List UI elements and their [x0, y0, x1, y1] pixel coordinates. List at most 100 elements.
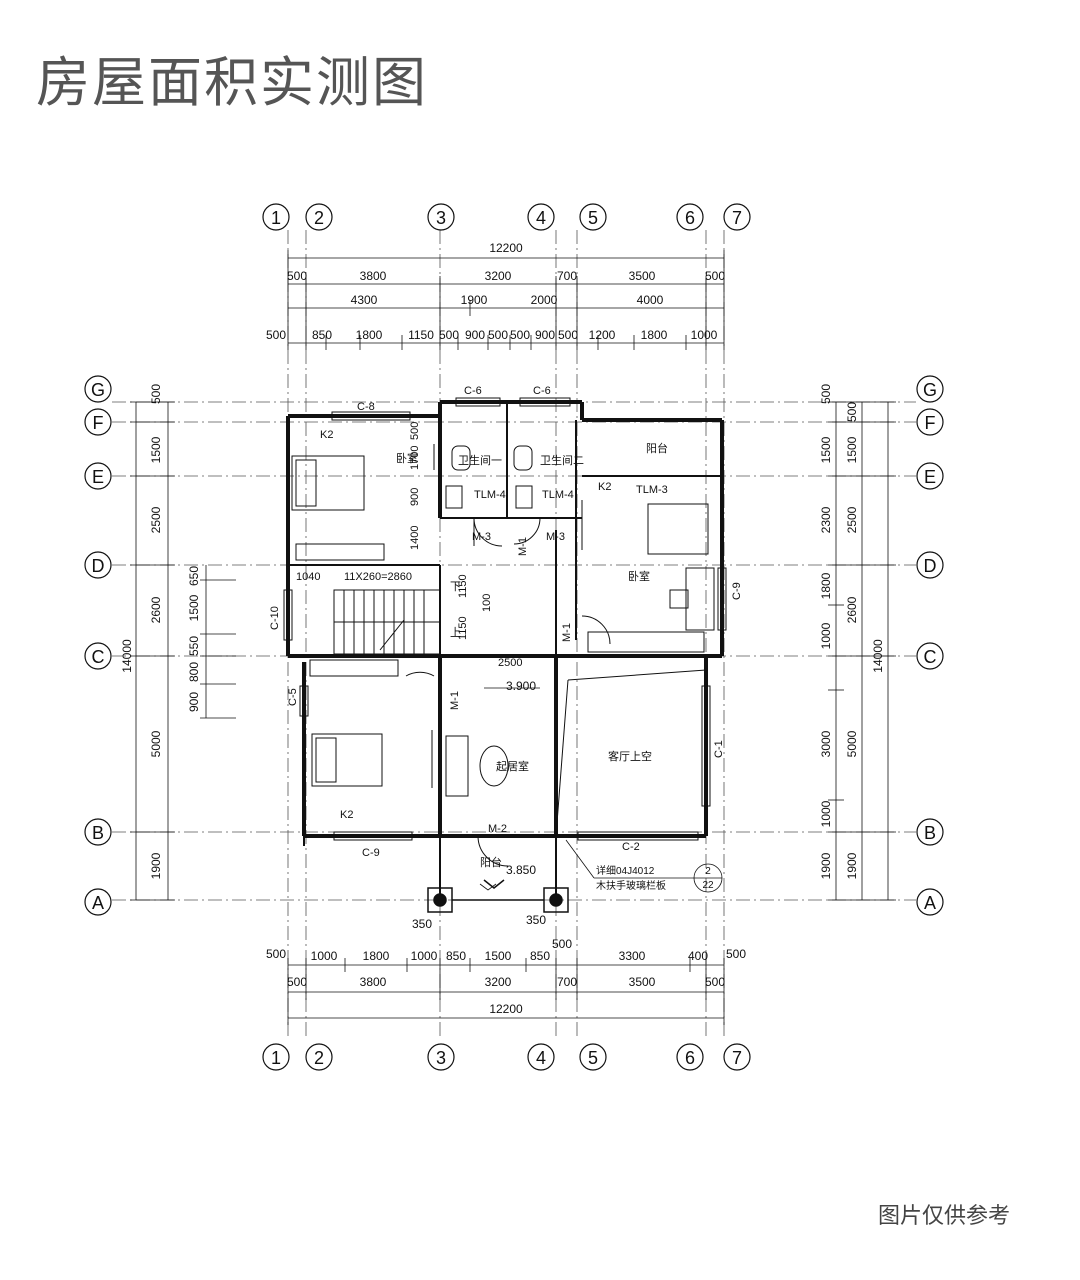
dim-bottom-total: 12200 [489, 1002, 523, 1016]
room-labels: 卧室 卫生间一 卫生间二 阳台 卧室 起居室 客厅上空 阳台 [396, 441, 668, 869]
dimension-text: 2500 [845, 506, 859, 533]
dimension-text: 500 [266, 328, 286, 342]
axis-label-A-right: A [924, 893, 936, 913]
chair-ne [669, 589, 689, 609]
dimension-text: C-2 [622, 841, 640, 853]
doors [405, 517, 707, 867]
dimension-text: 500 [439, 328, 459, 342]
top-dimension-texts: 12200 500 3800 3200 700 3500 500 4300 19… [266, 241, 725, 342]
bed-nw [291, 455, 365, 511]
dimension-text: 900 [535, 328, 555, 342]
axis-label-5-bottom: 5 [588, 1048, 598, 1068]
dimension-text: K2 [320, 429, 333, 441]
right-dimension-lines [828, 401, 896, 901]
dimension-text: 650 [187, 566, 201, 586]
dimension-text: 350 [412, 917, 432, 931]
room-bedroom-nw: 卧室 [396, 451, 418, 465]
dimension-text: 1200 [589, 328, 616, 342]
axis-label-1-top: 1 [271, 208, 281, 228]
rug [479, 745, 509, 787]
axis-label-F-right: F [925, 413, 936, 433]
axis-label-D-right: D [924, 556, 937, 576]
dimension-text: 11X260=2860 [344, 571, 412, 583]
dimension-text: 14000 [871, 639, 885, 673]
room-bath1: 卫生间一 [458, 453, 502, 467]
dimension-text: 1900 [149, 852, 163, 879]
windows [283, 397, 727, 841]
axis-label-6-bottom: 6 [685, 1048, 695, 1068]
axis-bubble-7-top [723, 203, 751, 231]
dimension-text: 500 [287, 975, 307, 989]
room-balcony-s: 阳台 [480, 855, 502, 869]
dimension-text: 2600 [845, 596, 859, 623]
dimension-text: 3000 [819, 730, 833, 757]
dimension-text: 1000 [819, 622, 833, 649]
dimension-text: 500 [726, 947, 746, 961]
axis-label-B-left: B [92, 823, 104, 843]
stair-labels: 1040 11X260=2860 1150 1150 100 上 下 2500 … [296, 422, 522, 669]
furniture [291, 444, 715, 797]
dimension-text: M-1 [517, 537, 529, 556]
axis-label-C-right: C [924, 647, 937, 667]
dimension-text: 500 [558, 328, 578, 342]
rail-1 [295, 543, 385, 561]
sofa [445, 735, 469, 797]
dimension-text: M-2 [488, 823, 507, 835]
dimension-text: 1000 [311, 949, 338, 963]
axis-label-A-left: A [92, 893, 104, 913]
axis-bubble-3-top [427, 203, 455, 231]
dimension-text: 2000 [531, 293, 558, 307]
axis-label-6-top: 6 [685, 208, 695, 228]
dimension-text: 1000 [691, 328, 718, 342]
axis-bubble-4-top [527, 203, 555, 231]
dim-top-total: 12200 [489, 241, 523, 255]
detail-ref-bottom: 22 [702, 880, 714, 891]
dimension-text: 900 [409, 488, 421, 506]
axis-label-G-right: G [923, 380, 937, 400]
room-bath2: 卫生间二 [540, 453, 584, 467]
axis-label-D-left: D [92, 556, 105, 576]
dimension-text: 2500 [498, 657, 522, 669]
dimension-text: 500 [266, 947, 286, 961]
desk-ne [685, 567, 715, 631]
dimension-text: 500 [287, 269, 307, 283]
dimension-text: 3500 [629, 269, 656, 283]
bottom-dimension-texts: 500 1000 1800 1000 850 1500 850 3300 400… [266, 913, 746, 1016]
dimension-text: 500 [705, 269, 725, 283]
dimension-text: M-1 [561, 623, 573, 642]
page-title: 房屋面积实测图 [36, 51, 428, 114]
dimension-text: K2 [340, 809, 353, 821]
sink-1 [445, 485, 463, 509]
dimension-text: M-1 [449, 691, 461, 710]
dimension-text: 14000 [120, 639, 134, 673]
dimension-text: 1000 [819, 800, 833, 827]
elevation-3850: 3.850 [506, 863, 536, 877]
door-labels: TLM-3 TLM-4 TLM-4 M-3 M-3 M-1 M-1 M-1 M-… [449, 484, 668, 835]
dimension-text: C-5 [287, 688, 299, 706]
detail-ref-top: 2 [705, 866, 711, 877]
axis-bubble-1-top [262, 203, 290, 231]
dimension-text: 850 [530, 949, 550, 963]
dimension-text: 500 [149, 384, 163, 404]
dimension-text: 1150 [457, 616, 469, 640]
dimension-text: 1500 [819, 436, 833, 463]
axis-bubble-5-top [579, 203, 607, 231]
dimension-text: 850 [312, 328, 332, 342]
axis-bubble-6-top [676, 203, 704, 231]
axis-grid [112, 230, 916, 1040]
dimension-text: 500 [845, 402, 859, 422]
toilet-1 [451, 445, 471, 471]
dimension-text: 3500 [629, 975, 656, 989]
dimension-text: 500 [819, 384, 833, 404]
rail-2 [309, 659, 399, 677]
axis-label-B-right: B [924, 823, 936, 843]
dimension-text: 500 [510, 328, 530, 342]
dimension-text: 1400 [409, 526, 421, 550]
dimension-text: 4300 [351, 293, 378, 307]
dimension-text: 500 [488, 328, 508, 342]
dimension-text: 3200 [485, 975, 512, 989]
right-dimension-texts: 500 1500 2300 1800 1000 3000 1000 1900 5… [819, 384, 885, 880]
axis-label-G-left: G [91, 380, 105, 400]
axis-label-4-top: 4 [536, 208, 546, 228]
